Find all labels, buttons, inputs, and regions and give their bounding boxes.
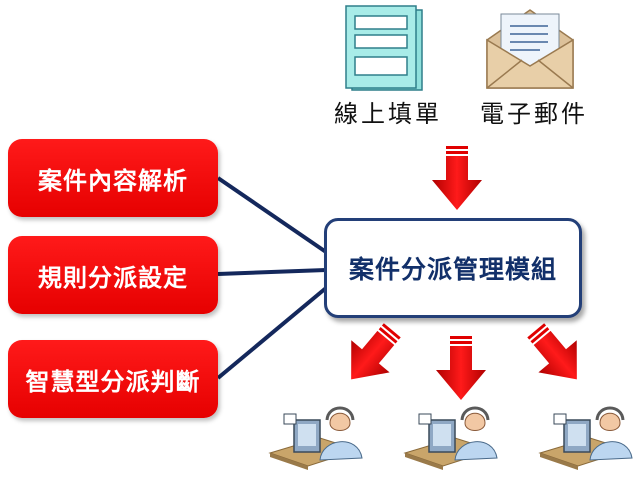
function-box-smart-dispatch: 智慧型分派判斷 bbox=[8, 340, 218, 418]
arrow-down-right-icon bbox=[527, 323, 577, 380]
arrow-down-icon bbox=[436, 336, 486, 400]
email-envelope-icon bbox=[486, 9, 574, 89]
agent-workstation-icon bbox=[268, 406, 363, 470]
function-box-content-analysis: 案件內容解析 bbox=[8, 139, 218, 217]
input-label-online-form: 線上填單 bbox=[334, 100, 442, 128]
arrow-down-icon bbox=[432, 146, 482, 210]
function-box-rule-setting: 規則分派設定 bbox=[8, 236, 218, 314]
agent-workstation-icon bbox=[538, 406, 633, 470]
connector-line-2 bbox=[217, 268, 327, 276]
center-module-box: 案件分派管理模組 bbox=[324, 218, 582, 318]
connector-line-3 bbox=[216, 286, 328, 380]
agent-workstation-icon bbox=[403, 406, 498, 470]
arrow-down-left-icon bbox=[351, 323, 401, 380]
input-label-email: 電子郵件 bbox=[480, 100, 588, 128]
connector-line-1 bbox=[216, 176, 328, 254]
online-form-icon bbox=[345, 5, 423, 91]
